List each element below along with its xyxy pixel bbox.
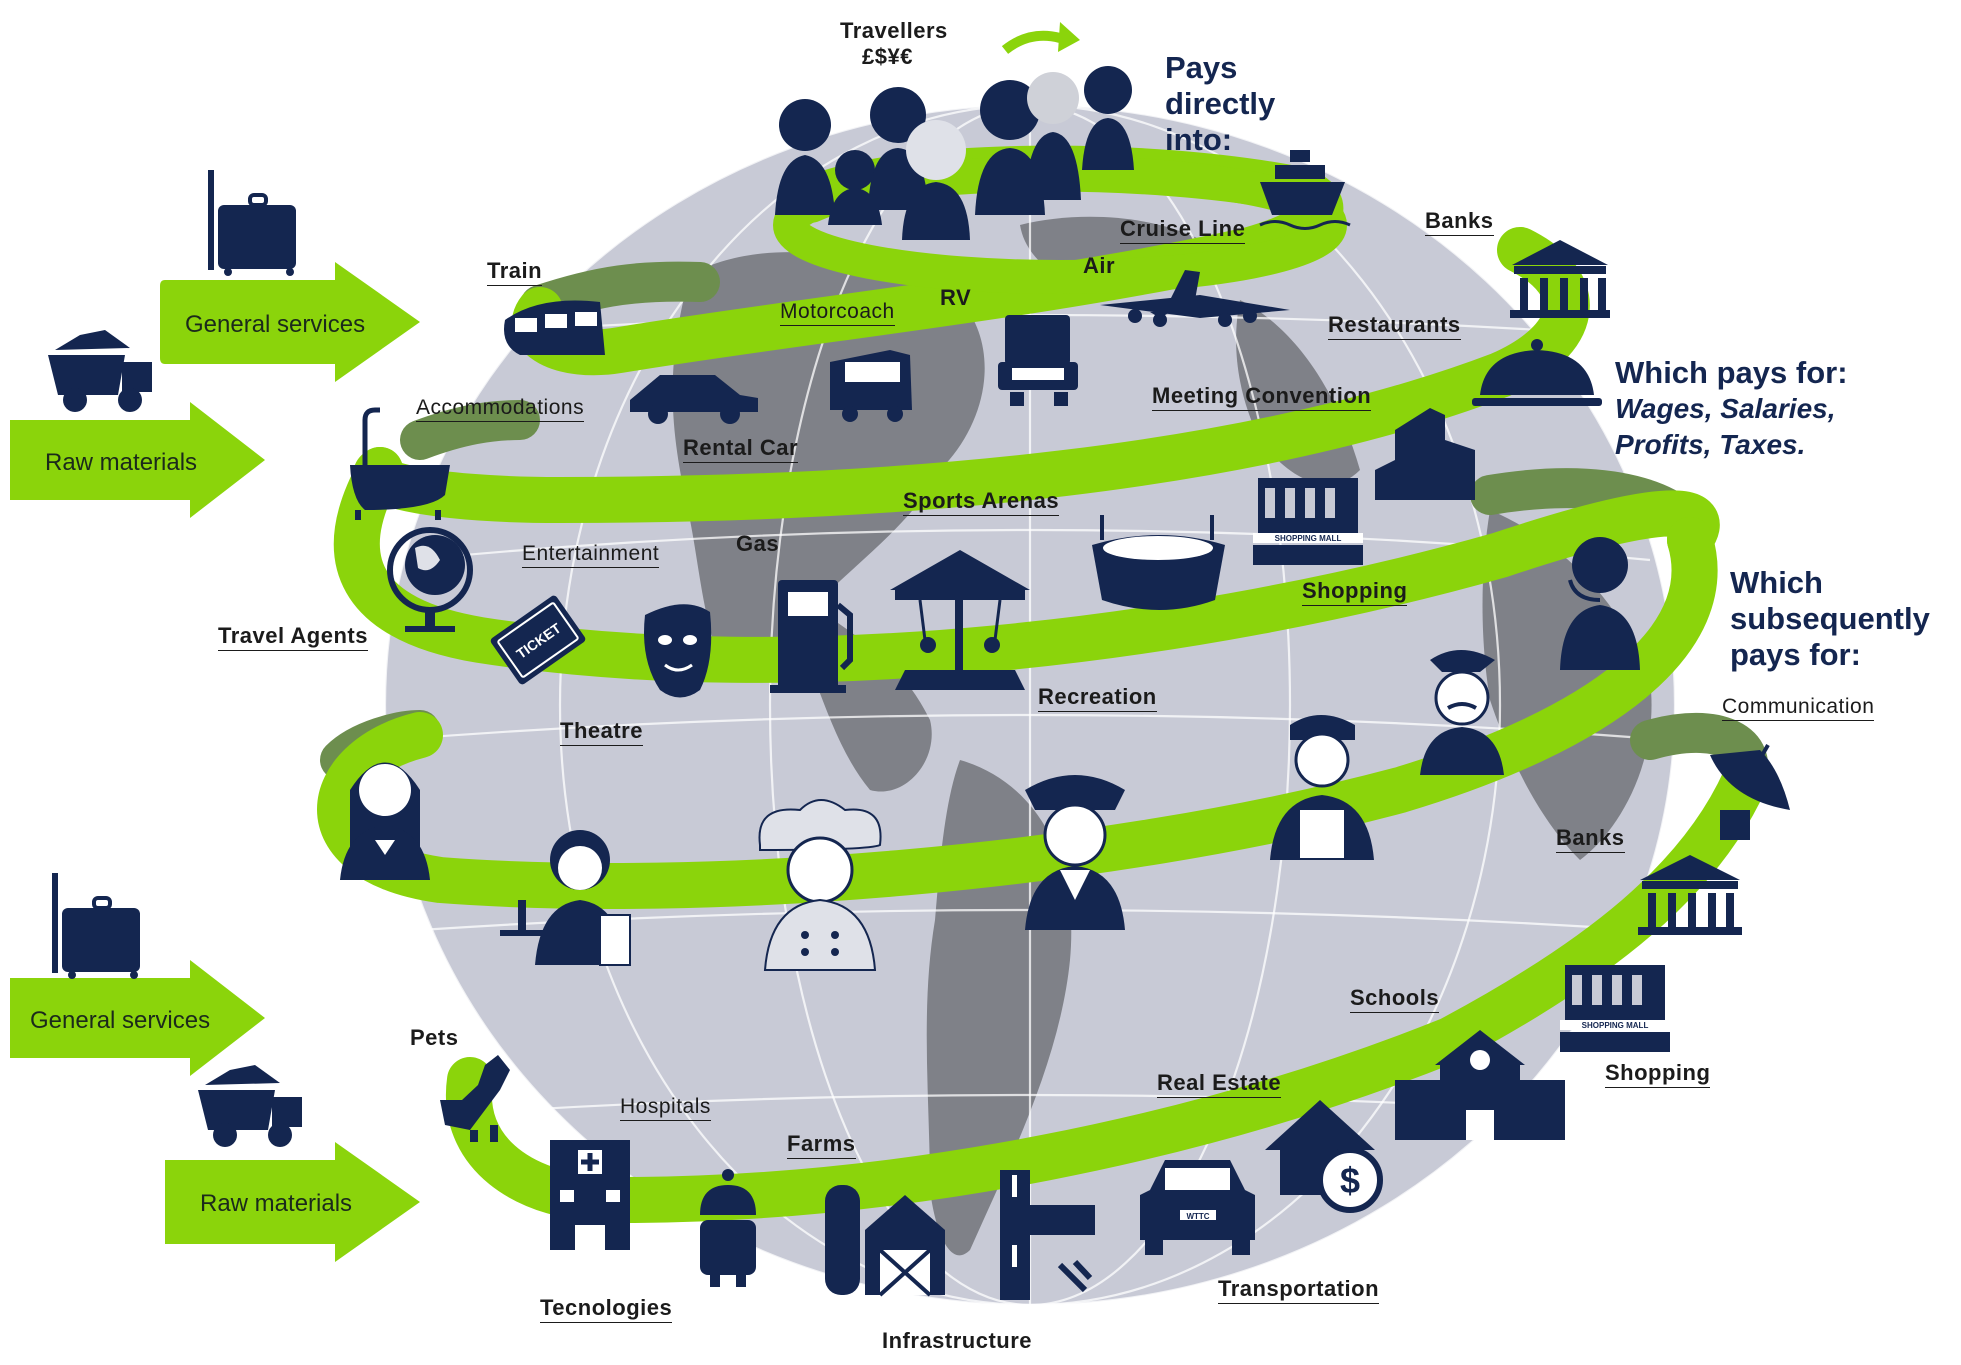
travellers-label: Travellers — [840, 18, 948, 43]
bank-icon — [1510, 240, 1610, 318]
label-cruise-line: Cruise Line — [1120, 216, 1246, 244]
raw-materials-label-bottom: Raw materials — [200, 1190, 353, 1217]
label-motorcoach: Motorcoach — [780, 300, 895, 326]
label-rv: RV — [940, 285, 972, 310]
general-services-arrow-top — [160, 262, 420, 382]
luggage-icon — [52, 873, 140, 979]
carousel-icon — [890, 550, 1030, 690]
travellers-currency: £$¥€ — [862, 44, 913, 69]
stadium-icon — [1092, 515, 1225, 610]
label-meeting-convention: Meeting Convention — [1152, 383, 1372, 411]
bathtub-icon — [350, 407, 450, 520]
raw-materials-label-top: Raw materials — [45, 449, 198, 476]
label-banks-top: Banks — [1425, 208, 1494, 236]
farm-barn-icon — [825, 1185, 945, 1297]
label-real-estate: Real Estate — [1157, 1070, 1282, 1098]
mall-sign-text: SHOPPING MALL — [1275, 534, 1342, 543]
label-banks-bottom: Banks — [1556, 825, 1625, 853]
label-air: Air — [1083, 253, 1116, 278]
label-entertainment: Entertainment — [522, 542, 660, 568]
general-services-label-bottom: General services — [30, 1007, 211, 1034]
office-buildings-icon — [1375, 408, 1475, 500]
shopping-mall-icon: SHOPPING MALL — [1560, 965, 1670, 1052]
label-infrastructure: Infrastructure — [882, 1328, 1033, 1353]
hospital-icon — [550, 1140, 630, 1250]
label-hospitals: Hospitals — [620, 1095, 711, 1121]
receptionist-icon — [340, 762, 430, 880]
train-icon — [504, 300, 605, 355]
bus-icon — [830, 350, 912, 422]
side-arrows — [10, 22, 1080, 1262]
svg-text:$: $ — [1340, 1160, 1360, 1201]
mall-sign-text: SHOPPING MALL — [1582, 1021, 1649, 1030]
label-communication: Communication — [1722, 695, 1875, 721]
dump-truck-icon — [48, 330, 152, 412]
theatre-mask-icon — [644, 604, 712, 698]
label-transportation: Transportation — [1218, 1276, 1380, 1304]
call-center-agent-icon — [1560, 537, 1640, 670]
heading-pays-directly: Pays directly into: — [1165, 50, 1276, 157]
gas-pump-icon — [770, 580, 853, 693]
raw-materials-arrow-bottom — [165, 1142, 420, 1262]
label-restaurants: Restaurants — [1328, 312, 1461, 340]
dog-icon — [440, 1055, 510, 1142]
label-train: Train — [487, 258, 543, 286]
general-services-arrow-bottom — [10, 960, 265, 1076]
label-gas: Gas — [736, 531, 780, 556]
school-icon — [1395, 1030, 1565, 1140]
label-sports-arenas: Sports Arenas — [903, 488, 1060, 516]
heading-which-pays-for-title: Which pays for: — [1615, 355, 1848, 390]
bank-icon — [1638, 855, 1742, 935]
captain-icon — [1025, 775, 1125, 930]
label-tecnologies: Tecnologies — [540, 1295, 673, 1323]
real-estate-icon: $ — [1265, 1100, 1383, 1213]
waiter-icon — [500, 830, 631, 966]
label-shopping-top: Shopping — [1302, 578, 1408, 606]
chef-icon — [758, 799, 882, 971]
label-pets: Pets — [410, 1025, 459, 1050]
desk-globe-icon — [387, 527, 473, 632]
label-schools: Schools — [1350, 985, 1440, 1013]
airplane-icon — [1100, 270, 1290, 327]
housekeeper-icon — [1270, 715, 1374, 860]
label-travel-agents: Travel Agents — [218, 623, 368, 651]
car-icon — [630, 375, 758, 424]
label-recreation: Recreation — [1038, 684, 1157, 712]
rv-truck-icon — [998, 315, 1078, 406]
cruise-ship-icon — [1259, 150, 1351, 230]
heading-subsequently-pays: Which subsequently pays for: — [1730, 565, 1930, 672]
travellers-group-icon — [775, 66, 1134, 240]
taxi-plate-text: WTTC — [1186, 1212, 1209, 1221]
restaurant-cloche-icon — [1472, 339, 1602, 406]
curved-arrow-icon — [1001, 30, 1062, 55]
label-theatre: Theatre — [560, 718, 643, 746]
dump-truck-icon — [198, 1065, 302, 1147]
robot-icon — [700, 1169, 756, 1287]
road-infrastructure-icon — [1000, 1170, 1095, 1300]
label-rental-car: Rental Car — [683, 435, 799, 463]
label-shopping-bottom: Shopping — [1605, 1060, 1711, 1088]
heading-wages-line1: Wages, Salaries, — [1615, 393, 1836, 424]
heading-wages-line2: Profits, Taxes. — [1615, 429, 1806, 460]
satellite-dish-icon — [1710, 744, 1790, 840]
chauffeur-icon — [1420, 650, 1504, 775]
general-services-label-top: General services — [185, 311, 366, 338]
shopping-mall-icon: SHOPPING MALL — [1253, 478, 1363, 565]
ticket-icon: TICKET — [490, 595, 586, 685]
label-accommodations: Accommodations — [416, 396, 585, 422]
luggage-icon — [208, 170, 296, 276]
label-farms: Farms — [787, 1131, 856, 1159]
taxi-icon: WTTC — [1140, 1160, 1255, 1255]
raw-materials-arrow-top — [10, 402, 265, 518]
heading-which-pays-for: Which pays for: Wages, Salaries, Profits… — [1615, 355, 1935, 463]
